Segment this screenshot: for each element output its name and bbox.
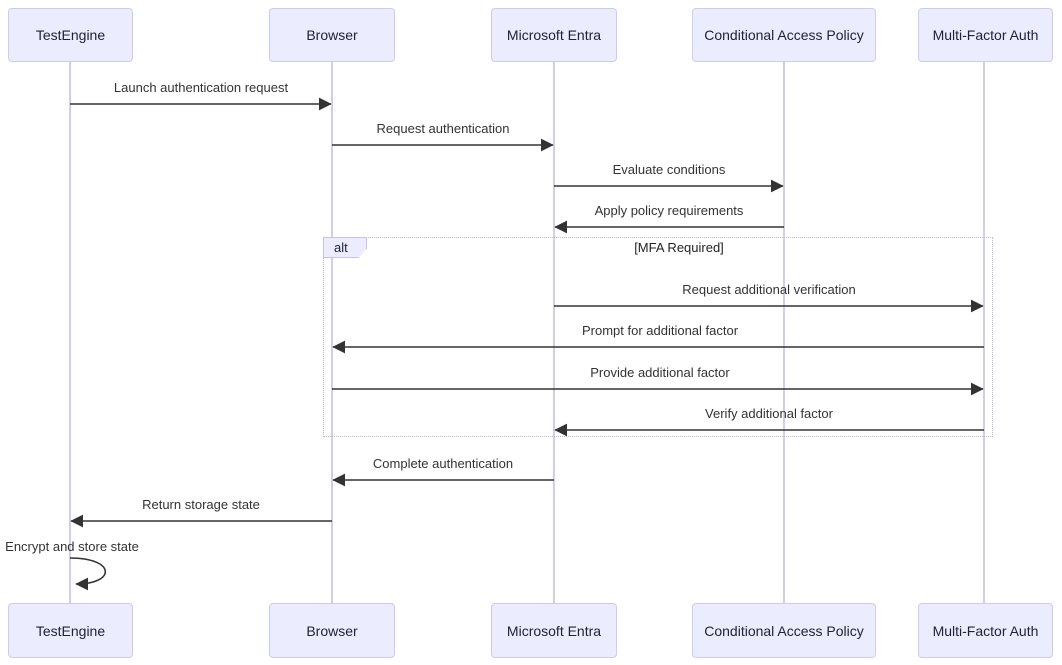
message-label: Prompt for additional factor <box>581 323 739 338</box>
actor-browser-top: Browser <box>269 8 395 62</box>
actor-testengine-top: TestEngine <box>8 8 133 62</box>
message-label: Launch authentication request <box>113 80 289 95</box>
actor-conditional-access-policy-bottom: Conditional Access Policy <box>692 603 876 658</box>
actor-browser-bottom: Browser <box>269 603 395 658</box>
actor-multi-factor-auth-top: Multi-Factor Auth <box>918 8 1053 62</box>
actor-testengine-bottom: TestEngine <box>8 603 133 658</box>
message-label: Verify additional factor <box>705 406 833 421</box>
message-label: Return storage state <box>142 497 260 512</box>
message-label: Request additional verification <box>682 282 856 297</box>
actor-microsoft-entra-bottom: Microsoft Entra <box>491 603 617 658</box>
actor-multi-factor-auth-bottom: Multi-Factor Auth <box>918 603 1053 658</box>
message-label: Provide additional factor <box>590 365 730 380</box>
actor-conditional-access-policy-top: Conditional Access Policy <box>692 8 876 62</box>
alt-frame: alt [MFA Required] <box>323 237 993 437</box>
alt-frame-condition: [MFA Required] <box>634 240 724 255</box>
self-message-loop <box>69 557 106 591</box>
message-label: Encrypt and store state <box>5 539 139 554</box>
message-label: Evaluate conditions <box>612 162 726 177</box>
actor-microsoft-entra-top: Microsoft Entra <box>491 8 617 62</box>
message-label: Request authentication <box>376 121 510 136</box>
message-label: Complete authentication <box>372 456 514 471</box>
message-label: Apply policy requirements <box>594 203 744 218</box>
alt-frame-label: alt <box>323 237 367 258</box>
